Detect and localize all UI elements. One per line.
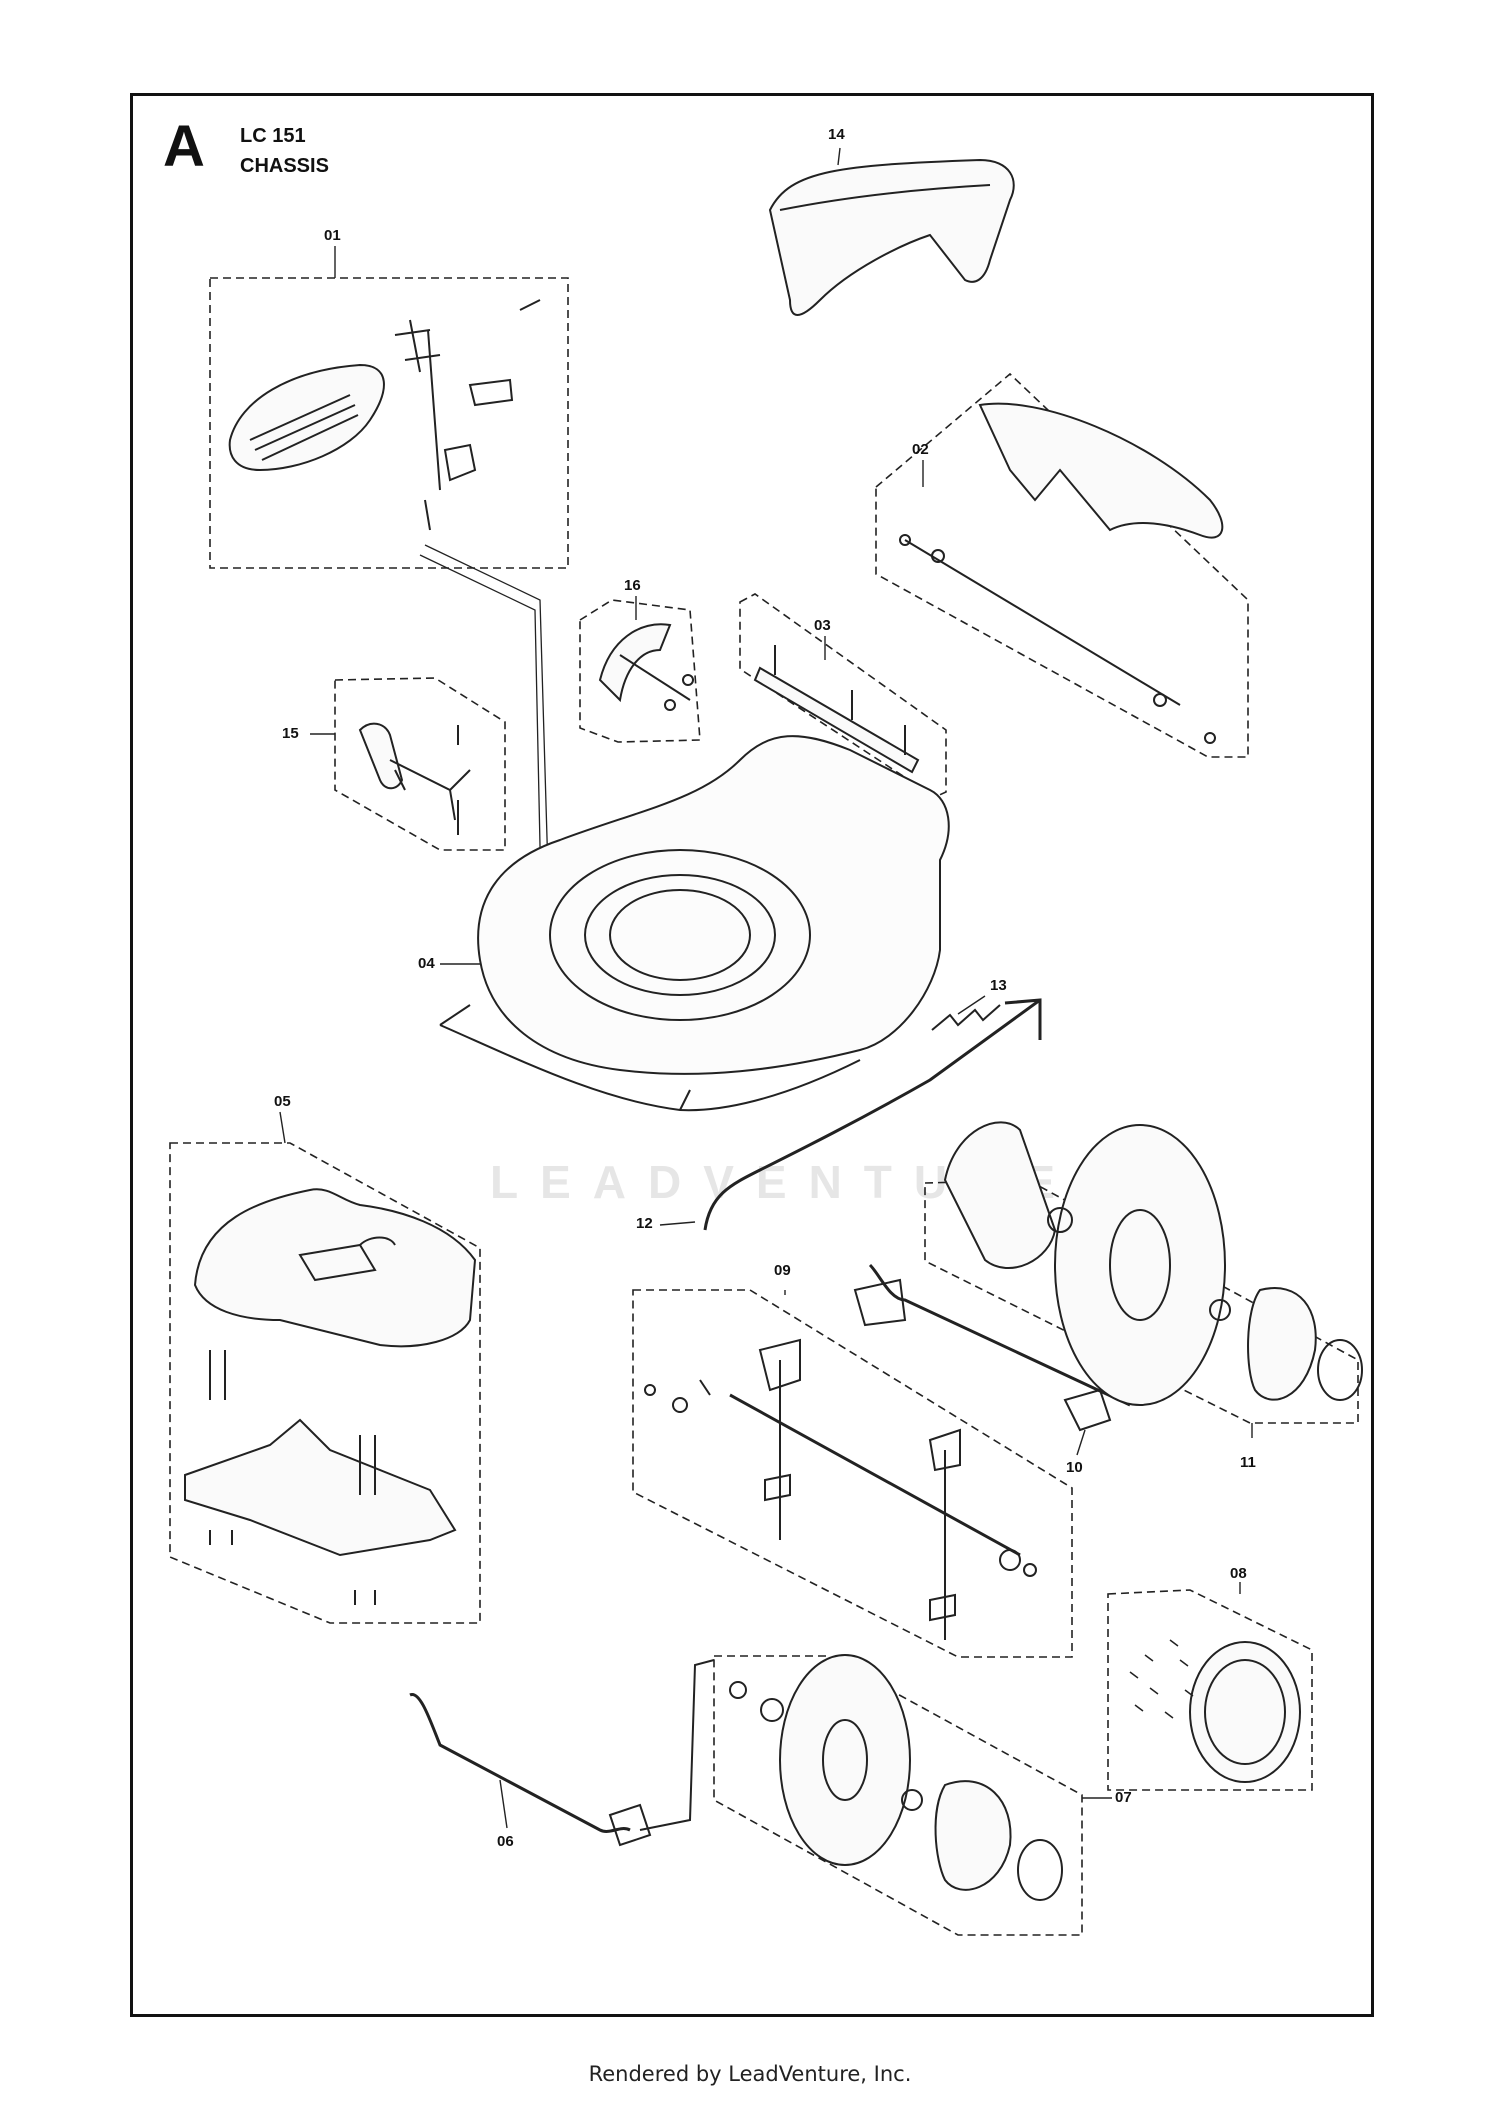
callout-12[interactable]: 12 [636, 1215, 653, 1232]
group-16-box [579, 599, 701, 743]
callout-02[interactable]: 02 [912, 441, 929, 458]
callout-03[interactable]: 03 [814, 617, 831, 634]
callout-08[interactable]: 08 [1230, 1565, 1247, 1582]
part-06-front-shaft [409, 1693, 631, 1833]
callout-11[interactable]: 11 [1240, 1454, 1256, 1471]
part-02-rear-flap [978, 402, 1224, 539]
part-11-hubcap [1247, 1287, 1317, 1401]
group-09-box [632, 1289, 1073, 1658]
part-01-switch-housing [228, 363, 385, 472]
model-name: LC 151 [240, 125, 306, 147]
diagram-frame [130, 93, 1374, 2017]
sheet-letter: A [163, 114, 205, 179]
callout-16[interactable]: 16 [624, 577, 641, 594]
part-09-front-axle [729, 1393, 1021, 1557]
deck-inner-ring [549, 849, 811, 1021]
part-05-hood [193, 1188, 477, 1348]
part-04-deck [477, 735, 950, 1075]
part-15-height-lever [358, 722, 404, 790]
group-01-box [209, 277, 569, 569]
callout-09[interactable]: 09 [774, 1262, 791, 1279]
part-13-spring [931, 1004, 1001, 1031]
footer-credit: Rendered by LeadVenture, Inc. [588, 2062, 912, 2086]
group-15-box [334, 677, 506, 851]
group-08-box [1107, 1589, 1313, 1791]
part-14-rear-guard [768, 158, 1015, 316]
group-03-box [739, 593, 947, 798]
part-05-console [184, 1418, 457, 1557]
part-12-rear-axle [703, 998, 1042, 1231]
callout-01[interactable]: 01 [324, 227, 341, 244]
callout-07[interactable]: 07 [1115, 1789, 1132, 1806]
part-11-grass-deflector [943, 1121, 1057, 1270]
part-10-rear-shaft [868, 1263, 1131, 1407]
callout-14[interactable]: 14 [828, 126, 845, 143]
part-11-rear-wheel [1054, 1124, 1226, 1406]
callout-05[interactable]: 05 [274, 1093, 291, 1110]
part-16-height-plate [598, 623, 672, 703]
callout-13[interactable]: 13 [990, 977, 1007, 994]
part-03-bracket [753, 666, 920, 774]
callout-15[interactable]: 15 [282, 725, 299, 742]
group-02-box [875, 372, 1249, 758]
part-07-hubcap [934, 1780, 1012, 1891]
callout-04[interactable]: 04 [418, 955, 435, 972]
callout-06[interactable]: 06 [497, 1833, 514, 1850]
section-title: CHASSIS [240, 155, 329, 177]
part-07-front-wheel [779, 1654, 911, 1866]
group-05-box [169, 1142, 481, 1624]
part-08-hub-ring [1189, 1641, 1301, 1783]
callout-10[interactable]: 10 [1066, 1459, 1083, 1476]
